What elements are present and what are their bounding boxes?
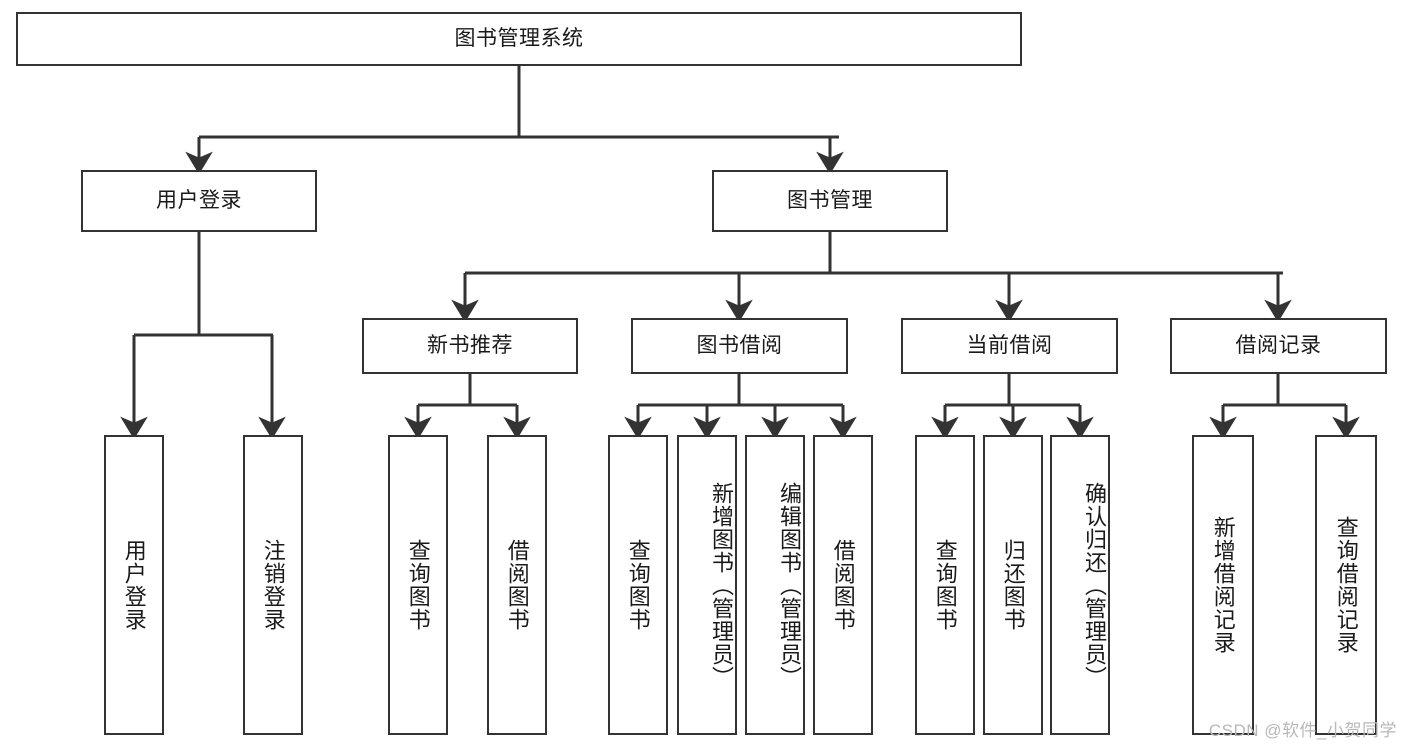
node-leaf-borrow-book-1[interactable]: 借阅图书	[487, 435, 547, 735]
node-leaf-user-login-label: 用户登录	[121, 539, 147, 631]
node-borrow-record[interactable]: 借阅记录	[1170, 318, 1387, 374]
node-leaf-add-record[interactable]: 新增借阅记录	[1192, 435, 1254, 735]
node-leaf-borrow-book-1-label: 借阅图书	[504, 539, 530, 631]
node-leaf-user-logout[interactable]: 注销登录	[243, 435, 303, 735]
node-book-borrow[interactable]: 图书借阅	[631, 318, 848, 374]
node-leaf-borrow-book-2[interactable]: 借阅图书	[813, 435, 873, 735]
node-current-borrow[interactable]: 当前借阅	[901, 318, 1118, 374]
node-book-manage[interactable]: 图书管理	[712, 170, 948, 232]
node-new-book-recommend[interactable]: 新书推荐	[362, 318, 578, 374]
node-leaf-add-book-label: 新增图书（管理员）	[709, 481, 734, 689]
node-leaf-return-book[interactable]: 归还图书	[983, 435, 1043, 735]
watermark: CSDN @软件_小贺同学	[1208, 721, 1397, 740]
node-leaf-edit-book-label: 编辑图书（管理员）	[777, 481, 802, 689]
node-leaf-user-logout-label: 注销登录	[260, 539, 286, 631]
node-leaf-query-book-1-label: 查询图书	[405, 539, 431, 631]
node-new-book-recommend-label: 新书推荐	[427, 334, 513, 358]
node-leaf-add-record-label: 新增借阅记录	[1210, 516, 1236, 654]
node-current-borrow-label: 当前借阅	[966, 334, 1053, 358]
node-leaf-query-book-2[interactable]: 查询图书	[608, 435, 668, 735]
node-user-login-label: 用户登录	[156, 189, 242, 213]
node-leaf-return-book-label: 归还图书	[1000, 539, 1026, 631]
node-leaf-query-book-3[interactable]: 查询图书	[915, 435, 975, 735]
node-leaf-query-record[interactable]: 查询借阅记录	[1315, 435, 1377, 735]
node-borrow-record-label: 借阅记录	[1235, 334, 1322, 358]
node-leaf-query-book-3-label: 查询图书	[932, 539, 958, 631]
node-leaf-borrow-book-2-label: 借阅图书	[830, 539, 856, 631]
node-book-borrow-label: 图书借阅	[696, 334, 783, 358]
node-leaf-confirm-return-label: 确认归还（管理员）	[1082, 481, 1107, 689]
node-leaf-edit-book[interactable]: 编辑图书（管理员）	[745, 435, 805, 735]
node-leaf-add-book[interactable]: 新增图书（管理员）	[677, 435, 737, 735]
node-user-login[interactable]: 用户登录	[81, 170, 317, 232]
node-leaf-query-record-label: 查询借阅记录	[1333, 516, 1359, 654]
node-leaf-confirm-return[interactable]: 确认归还（管理员）	[1050, 435, 1110, 735]
node-root-label: 图书管理系统	[454, 27, 584, 51]
node-leaf-user-login[interactable]: 用户登录	[104, 435, 164, 735]
node-book-manage-label: 图书管理	[787, 189, 873, 213]
node-leaf-query-book-2-label: 查询图书	[625, 539, 651, 631]
node-root[interactable]: 图书管理系统	[16, 12, 1022, 66]
node-leaf-query-book-1[interactable]: 查询图书	[388, 435, 448, 735]
